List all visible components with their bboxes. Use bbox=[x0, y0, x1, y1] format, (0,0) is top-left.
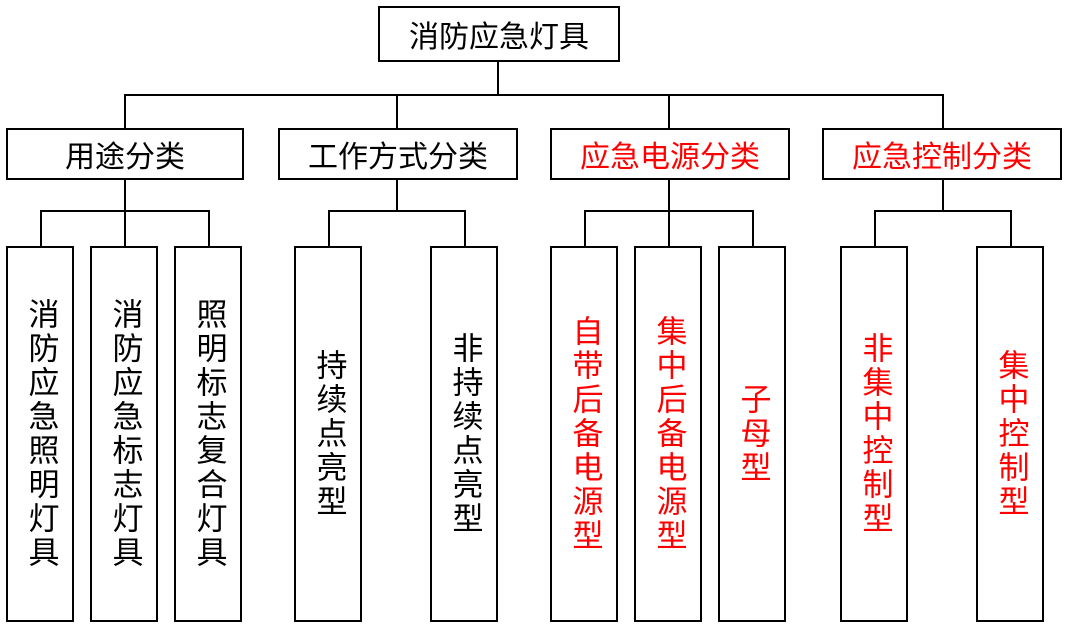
cat3-leaf-stem bbox=[584, 210, 586, 246]
leaf-parent-child: 子母型 bbox=[718, 246, 786, 622]
category-control: 应急控制分类 bbox=[822, 128, 1062, 180]
cat4-leaf-stem bbox=[1010, 210, 1012, 246]
cat1-leaf-stem bbox=[208, 210, 210, 246]
leaf-maintained: 持续点亮型 bbox=[294, 246, 362, 622]
category-work-mode: 工作方式分类 bbox=[278, 128, 518, 180]
root-node: 消防应急灯具 bbox=[378, 6, 620, 62]
leaf-lighting-sign-combo: 照明标志复合灯具 bbox=[174, 246, 242, 622]
cat1-down bbox=[124, 178, 126, 212]
cat4-down bbox=[942, 178, 944, 212]
cat2-stem bbox=[396, 94, 398, 128]
cat3-leaf-stem bbox=[668, 210, 670, 246]
cat2-leaf-stem bbox=[328, 210, 330, 246]
category-usage: 用途分类 bbox=[6, 128, 244, 180]
cat2-leaf-stem bbox=[464, 210, 466, 246]
cat4-stem bbox=[942, 94, 944, 128]
leaf-emergency-lighting: 消防应急照明灯具 bbox=[6, 246, 74, 622]
leaf-central-battery: 集中后备电源型 bbox=[634, 246, 702, 622]
level1-bus bbox=[124, 94, 944, 96]
leaf-emergency-sign: 消防应急标志灯具 bbox=[90, 246, 158, 622]
cat1-leaf-stem bbox=[40, 210, 42, 246]
cat1-stem bbox=[124, 94, 126, 128]
root-stem bbox=[497, 60, 499, 96]
cat4-bus bbox=[874, 210, 1012, 212]
cat3-stem bbox=[668, 94, 670, 128]
leaf-non-centralized: 非集中控制型 bbox=[840, 246, 908, 622]
leaf-centralized: 集中控制型 bbox=[976, 246, 1044, 622]
leaf-self-contained: 自带后备电源型 bbox=[550, 246, 618, 622]
cat2-bus bbox=[328, 210, 466, 212]
cat2-down bbox=[396, 178, 398, 212]
category-power-source: 应急电源分类 bbox=[550, 128, 790, 180]
cat1-leaf-stem bbox=[124, 210, 126, 246]
cat3-leaf-stem bbox=[752, 210, 754, 246]
cat4-leaf-stem bbox=[874, 210, 876, 246]
leaf-non-maintained: 非持续点亮型 bbox=[430, 246, 498, 622]
cat3-down bbox=[668, 178, 670, 212]
